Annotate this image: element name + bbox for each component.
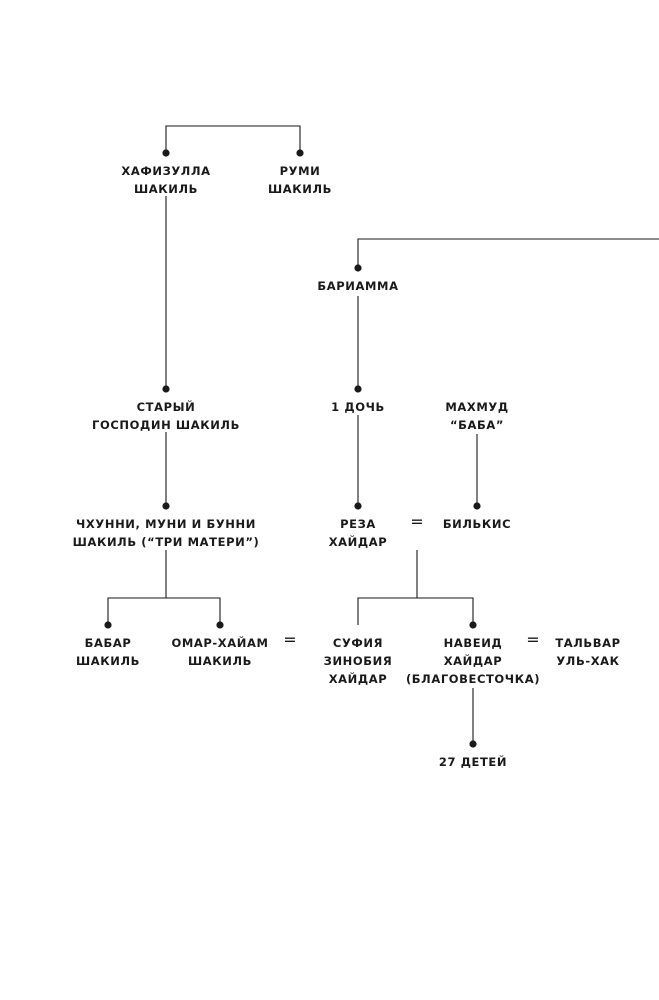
node-label-line: “БАБА” (449, 418, 505, 432)
node-label-line: ШАКИЛЬ (75, 654, 141, 668)
node-label-line: ЧХУННИ, МУНИ И БУННИ (76, 517, 256, 531)
node-label-line: (БЛАГОВЕСТОЧКА) (405, 672, 541, 686)
node-label-rumi: РУМИ ШАКИЛЬ (268, 162, 332, 198)
node-label-line: ШАКИЛЬ (267, 182, 333, 196)
node-label-hafizulla: ХАФИЗУЛЛА ШАКИЛЬ (121, 162, 210, 198)
node-label-bariamma: БАРИАММА (317, 277, 398, 295)
node-label-naveed: НАВЕИД ХАЙДАР (БЛАГОВЕСТОЧКА) (406, 634, 540, 688)
node-label-line: ШАКИЛЬ (133, 182, 199, 196)
node-label-line: ШАКИЛЬ (“ТРИ МАТЕРИ”) (72, 535, 260, 549)
tree-dots (104, 149, 481, 748)
node-label-babar: БАБАР ШАКИЛЬ (76, 634, 140, 670)
node-dot-babar (104, 621, 112, 629)
node-dot-reza (354, 502, 362, 510)
node-label-line: 1 ДОЧЬ (331, 400, 385, 414)
node-label-line: БИЛЬКИС (442, 517, 512, 531)
node-label-line: БАРИАММА (317, 279, 399, 293)
node-label-mahmud: МАХМУД “БАБА” (445, 398, 508, 434)
node-label-line: НАВЕИД (443, 636, 503, 650)
node-dot-rumi (296, 149, 304, 157)
node-dot-naveed (469, 621, 477, 629)
node-label-line: ХАЙДАР (443, 654, 503, 668)
node-label-line: РЕЗА (340, 517, 376, 531)
tree-connector-8 (357, 550, 474, 625)
node-label-daughter: 1 ДОЧЬ (331, 398, 385, 416)
marriage-symbol-naveed-talvar: = (526, 630, 540, 649)
marriage-symbol-omar-sufiya: = (283, 630, 297, 649)
tree-connector-2 (357, 238, 659, 268)
node-label-line: ГОСПОДИН ШАКИЛЬ (92, 418, 240, 432)
node-label-line: 27 ДЕТЕЙ (438, 755, 508, 769)
node-label-omar: ОМАР-ХАЙАМ ШАКИЛЬ (171, 634, 268, 670)
node-label-sufiya: СУФИЯ ЗИНОБИЯ ХАЙДАР (324, 634, 393, 688)
tree-connector-0 (165, 125, 301, 153)
node-dot-bilkis (473, 502, 481, 510)
node-label-line: ХАЙДАР (328, 672, 388, 686)
node-label-line: ШАКИЛЬ (187, 654, 253, 668)
node-dot-hafizulla (162, 149, 170, 157)
node-label-line: ОМАР-ХАЙАМ (171, 636, 269, 650)
node-label-line: ТАЛЬВАР (555, 636, 621, 650)
node-dot-daughter (354, 385, 362, 393)
node-label-three-mothers: ЧХУННИ, МУНИ И БУННИ ШАКИЛЬ (“ТРИ МАТЕРИ”… (73, 515, 260, 551)
node-label-line: УЛЬ-ХАК (556, 654, 620, 668)
tree-edges (107, 125, 659, 744)
node-dot-children (469, 740, 477, 748)
node-label-talvar: ТАЛЬВАР УЛЬ-ХАК (555, 634, 620, 670)
node-label-old-shakil: СТАРЫЙ ГОСПОДИН ШАКИЛЬ (92, 398, 240, 434)
node-label-line: МАХМУД (445, 400, 509, 414)
node-label-reza: РЕЗА ХАЙДАР (329, 515, 388, 551)
node-label-line: ЗИНОБИЯ (323, 654, 393, 668)
node-dot-bariamma (354, 264, 362, 272)
node-dot-omar (216, 621, 224, 629)
node-dot-three-mothers (162, 502, 170, 510)
tree-connector-7 (107, 550, 221, 625)
node-label-children: 27 ДЕТЕЙ (439, 753, 507, 771)
node-label-line: БАБАР (84, 636, 132, 650)
node-label-line: СТАРЫЙ (136, 400, 196, 414)
marriage-symbol-reza-bilkis: = (410, 512, 424, 531)
node-label-line: РУМИ (279, 164, 321, 178)
node-label-line: ХАФИЗУЛЛА (121, 164, 211, 178)
node-dot-old-shakil (162, 385, 170, 393)
node-label-bilkis: БИЛЬКИС (443, 515, 511, 533)
node-label-line: СУФИЯ (332, 636, 384, 650)
node-label-line: ХАЙДАР (328, 535, 388, 549)
